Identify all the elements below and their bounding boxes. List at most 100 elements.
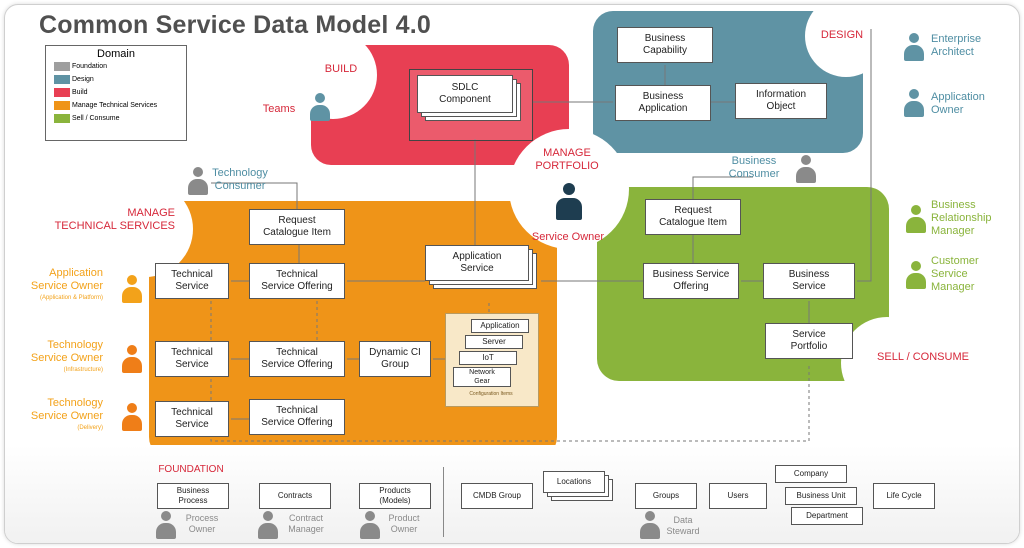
legend-label: Sell / Consume xyxy=(72,115,120,122)
role-label-tech-service-owner-infra: Technology Service Owner xyxy=(30,339,103,364)
customer-service-manager-person-icon xyxy=(905,261,927,291)
business-capability-box[interactable]: Business Capability xyxy=(617,27,713,63)
service-owner-person-icon xyxy=(555,183,583,221)
application-owner-person-icon xyxy=(903,89,925,119)
products-models-box[interactable]: Products (Models) xyxy=(359,483,431,509)
technical-service-box-1[interactable]: Technical Service xyxy=(155,263,229,299)
role-label-technology-consumer: Technology Consumer xyxy=(212,167,268,192)
ci-application-box[interactable]: Application xyxy=(471,319,529,333)
role-label-business-relationship-manager: Business Relationship Manager xyxy=(931,199,992,237)
connector-lines xyxy=(210,29,872,442)
business-consumer-person-icon xyxy=(795,155,817,185)
technical-service-box-2[interactable]: Technical Service xyxy=(155,341,229,377)
connector-techconsumer-request xyxy=(211,182,298,209)
information-object-box[interactable]: Information Object xyxy=(735,83,827,119)
users-box[interactable]: Users xyxy=(709,483,767,509)
business-unit-box[interactable]: Business Unit xyxy=(785,487,857,505)
legend-swatch xyxy=(54,101,70,110)
groups-box[interactable]: Groups xyxy=(635,483,697,509)
role-label-data-steward: Data Steward xyxy=(666,515,700,536)
region-label-design: DESIGN xyxy=(820,29,864,41)
region-label-manage-portfolio: MANAGE PORTFOLIO xyxy=(535,147,599,172)
technical-service-offering-box-3[interactable]: Technical Service Offering xyxy=(249,399,345,435)
legend-swatch xyxy=(54,88,70,97)
ci-server-box[interactable]: Server xyxy=(465,335,523,349)
role-label-service-owner: Service Owner xyxy=(531,231,605,243)
connector-busconsumer-request xyxy=(692,176,753,201)
role-label-tech-service-owner-delivery: Technology Service Owner xyxy=(30,397,103,422)
tech-service-owner-infra-person-icon xyxy=(121,345,143,375)
connector-design-bs xyxy=(857,29,872,282)
legend-item-manage: Manage Technical Services xyxy=(46,99,186,112)
technical-service-offering-box-2[interactable]: Technical Service Offering xyxy=(249,341,345,377)
manage-corner-circle xyxy=(97,181,193,277)
company-box[interactable]: Company xyxy=(775,465,847,483)
business-service-offering-box[interactable]: Business Service Offering xyxy=(643,263,739,299)
build-corner-circle xyxy=(289,31,377,119)
legend-swatch xyxy=(54,75,70,84)
role-label-enterprise-architect: Enterprise Architect xyxy=(931,33,982,58)
process-owner-person-icon xyxy=(155,511,177,541)
legend-item-design: Design xyxy=(46,73,186,86)
diagram-canvas: Common Service Data Model 4.0 Domain Fou… xyxy=(4,4,1020,544)
role-label-app-service-owner-sub: (Application & Platform) xyxy=(39,295,103,301)
technical-service-offering-box-1[interactable]: Technical Service Offering xyxy=(249,263,345,299)
legend-label: Build xyxy=(72,89,88,96)
region-label-sell-consume: SELL / CONSUME xyxy=(877,351,969,363)
ci-network-gear-box[interactable]: Network Gear xyxy=(453,367,511,387)
locations-box[interactable]: Locations xyxy=(543,471,605,493)
page-title: Common Service Data Model 4.0 xyxy=(39,11,432,39)
legend-label: Foundation xyxy=(72,63,108,70)
product-owner-person-icon xyxy=(359,511,381,541)
role-label-tech-service-owner-infra-sub: (Infrastructure) xyxy=(63,367,103,373)
business-application-box[interactable]: Business Application xyxy=(615,85,711,121)
legend-swatch xyxy=(54,62,70,71)
role-label-tech-service-owner-delivery-sub: (Delivery) xyxy=(77,425,103,431)
foundation-divider xyxy=(443,467,444,537)
enterprise-architect-person-icon xyxy=(903,33,925,63)
teams-person-icon xyxy=(309,93,331,123)
tech-service-owner-delivery-person-icon xyxy=(121,403,143,433)
legend-label: Manage Technical Services xyxy=(72,102,158,109)
role-label-business-consumer: Business Consumer xyxy=(728,155,780,180)
region-label-build: BUILD xyxy=(324,63,358,75)
technology-consumer-person-icon xyxy=(187,167,209,197)
role-label-contract-manager: Contract Manager xyxy=(288,513,324,534)
cmdb-group-box[interactable]: CMDB Group xyxy=(461,483,533,509)
data-steward-person-icon xyxy=(639,511,661,541)
business-service-box[interactable]: Business Service xyxy=(763,263,855,299)
role-label-app-service-owner: Application Service Owner xyxy=(30,267,103,292)
application-service-box[interactable]: Application Service xyxy=(425,245,529,281)
ci-iot-box[interactable]: IoT xyxy=(459,351,517,365)
technical-service-box-3[interactable]: Technical Service xyxy=(155,401,229,437)
legend: Domain Foundation Design Build Manage Te… xyxy=(45,45,187,141)
app-service-owner-person-icon xyxy=(121,275,143,305)
sell-corner-circle xyxy=(841,317,933,409)
department-box[interactable]: Department xyxy=(791,507,863,525)
request-catalogue-item-right-box[interactable]: Request Catalogue Item xyxy=(645,199,741,235)
region-label-foundation: FOUNDATION xyxy=(158,464,224,475)
role-label-process-owner: Process Owner xyxy=(185,513,219,534)
region-label-manage-technical: MANAGE TECHNICAL SERVICES xyxy=(54,207,175,232)
legend-title: Domain xyxy=(97,48,135,60)
role-label-teams: Teams xyxy=(262,103,296,115)
contracts-box[interactable]: Contracts xyxy=(259,483,331,509)
connector-ts-portfolio-dashed xyxy=(210,301,810,442)
role-label-product-owner: Product Owner xyxy=(388,513,420,534)
role-label-customer-service-manager: Customer Service Manager xyxy=(931,255,979,293)
service-portfolio-box[interactable]: Service Portfolio xyxy=(765,323,853,359)
contract-manager-person-icon xyxy=(257,511,279,541)
dynamic-ci-group-box[interactable]: Dynamic CI Group xyxy=(359,341,431,377)
sdlc-component-box[interactable]: SDLC Component xyxy=(417,75,513,113)
role-label-application-owner: Application Owner xyxy=(931,91,985,116)
legend-item-foundation: Foundation xyxy=(46,60,186,73)
business-process-box[interactable]: Business Process xyxy=(157,483,229,509)
ci-caption: Configuration Items xyxy=(469,391,513,397)
legend-item-sell: Sell / Consume xyxy=(46,112,186,125)
legend-label: Design xyxy=(72,76,94,83)
legend-swatch xyxy=(54,114,70,123)
life-cycle-box[interactable]: Life Cycle xyxy=(873,483,935,509)
request-catalogue-item-left-box[interactable]: Request Catalogue Item xyxy=(249,209,345,245)
design-corner-circle xyxy=(805,5,887,77)
legend-item-build: Build xyxy=(46,86,186,99)
